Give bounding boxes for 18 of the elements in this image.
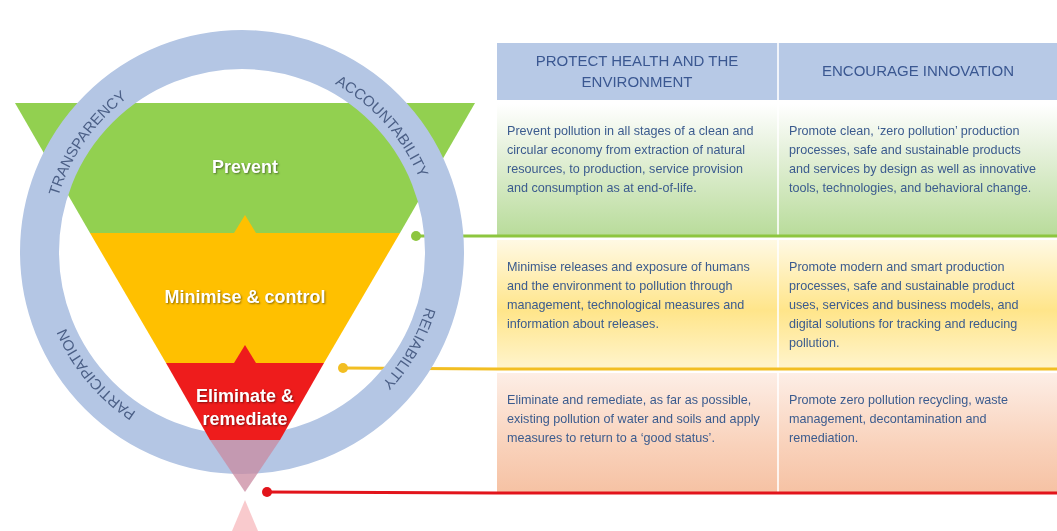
connector-line (411, 231, 1057, 241)
table-cell-text: Eliminate and remediate, as far as possible, existing pollution of water and soils and apply measures to return to a ‘good status’. (506, 392, 761, 447)
table-cell: Promote clean, ‘zero pollution’ production processes, safe and sustainable products and services by design as well as innovative tools, technologies, and behavioral change. (777, 104, 1057, 235)
layer-label: Eliminate & remediate (195, 385, 295, 432)
column-header: PROTECT HEALTH AND THE ENVIRONMENT (534, 51, 740, 92)
table-cell-text: Minimise releases and exposure of humans and the environment to pollution through management, technological measures and information about releases. (506, 259, 751, 333)
layer-label: Prevent (211, 156, 278, 180)
table-header (497, 43, 1057, 100)
table-row (497, 373, 1057, 492)
table-cell: Promote modern and smart production processes, safe and sustainable product uses, services and business models, and digital solutions for tracking and reducing pollution. (777, 240, 1057, 368)
table-cell-text: Prevent pollution in all stages of a clean and circular economy from extraction of natural resources, to production, service provision and consumption as at end-of-life. (506, 123, 755, 197)
connector-line (338, 363, 1057, 373)
layer-label: Minimise & control (164, 286, 326, 310)
table-row (497, 240, 1057, 368)
pyramid-layer (166, 363, 324, 492)
connector-line (262, 487, 1057, 497)
table-cell: Promote zero pollution recycling, waste management, decontamination and remediation. (777, 373, 1057, 492)
column-header: ENCOURAGE INNOVATION (777, 43, 1057, 100)
